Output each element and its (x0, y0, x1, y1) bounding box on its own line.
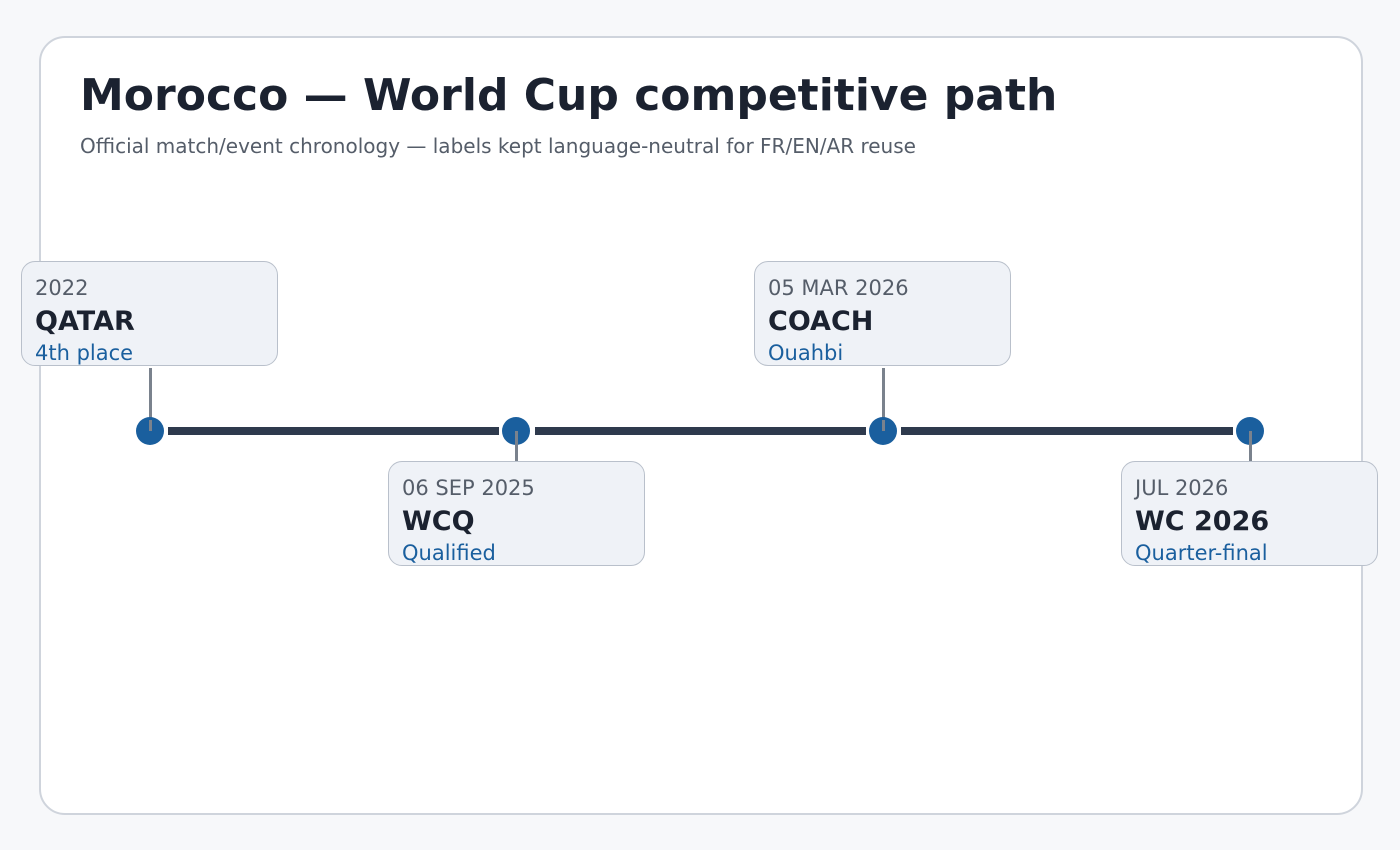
event-label-qatar: 2022 QATAR 4th place (21, 261, 278, 366)
event-detail: Ouahbi (768, 341, 844, 365)
timeline-segment (168, 427, 499, 435)
event-label-wcq: 06 SEP 2025 WCQ Qualified (388, 461, 645, 566)
event-connector (881, 368, 885, 431)
event-date: 06 SEP 2025 (402, 476, 535, 500)
event-date: JUL 2026 (1135, 476, 1229, 500)
timeline-segment (901, 427, 1233, 435)
event-detail: Qualified (402, 541, 496, 565)
event-title: WC 2026 (1135, 506, 1270, 537)
timeline-segment (535, 427, 866, 435)
event-connector (148, 420, 152, 431)
event-label-wc-2026: JUL 2026 WC 2026 Quarter-final (1121, 461, 1378, 566)
page-title: Morocco — World Cup competitive path (80, 70, 1058, 121)
event-detail: 4th place (35, 341, 134, 365)
event-detail: Quarter-final (1135, 541, 1268, 565)
event-connector (148, 368, 152, 431)
timeline-card (39, 36, 1363, 815)
event-title: WCQ (402, 506, 475, 537)
event-connector (1248, 431, 1252, 461)
event-connector (514, 431, 518, 461)
event-title: COACH (768, 306, 874, 337)
page-subtitle: Official match/event chronology — labels… (80, 134, 916, 158)
event-label-coach: 05 MAR 2026 COACH Ouahbi (754, 261, 1011, 366)
event-date: 2022 (35, 276, 89, 300)
event-title: QATAR (35, 306, 135, 337)
event-connector (881, 420, 885, 431)
event-date: 05 MAR 2026 (768, 276, 909, 300)
